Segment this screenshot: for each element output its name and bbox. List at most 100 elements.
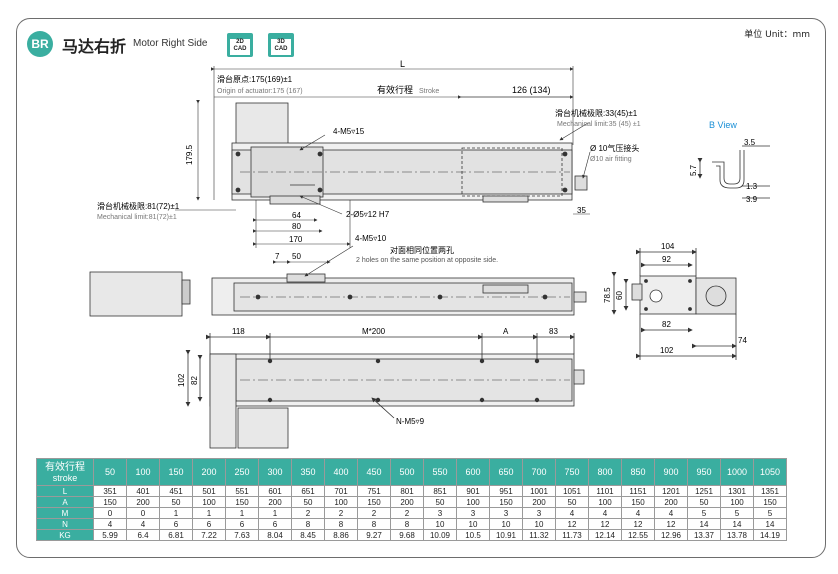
stroke-header-cell: 700 xyxy=(522,458,556,486)
dim-m200: M*200 xyxy=(362,327,386,336)
table-cell: 2 xyxy=(291,507,325,519)
dim-83: 83 xyxy=(549,327,558,336)
table-cell: 901 xyxy=(456,485,490,497)
row-header-cell: L xyxy=(36,485,94,497)
table-cell: 9.68 xyxy=(390,529,424,541)
table-cell: 1 xyxy=(192,507,226,519)
table-cell: 50 xyxy=(555,496,589,508)
dim-78-5: 78.5 xyxy=(603,287,612,303)
dim-170: 170 xyxy=(289,235,303,244)
table-cell: 1201 xyxy=(654,485,688,497)
table-cell: 100 xyxy=(588,496,622,508)
table-cell: 14 xyxy=(720,518,754,530)
table-cell: 601 xyxy=(258,485,292,497)
table-cell: 200 xyxy=(126,496,160,508)
dim-1-3: 1.3 xyxy=(746,182,758,191)
opp-cn: 对面相同位置两孔 xyxy=(390,245,454,255)
table-cell: 6 xyxy=(225,518,259,530)
table-cell: 6.4 xyxy=(126,529,160,541)
table-cell: 150 xyxy=(621,496,655,508)
table-cell: 6 xyxy=(258,518,292,530)
table-cell: 9.27 xyxy=(357,529,391,541)
table-cell: 1301 xyxy=(720,485,754,497)
stroke-header-cell: 550 xyxy=(423,458,457,486)
unit-label: 单位 Unit：mm xyxy=(744,30,810,40)
mech-left-cn: 滑台机械极限:81(72)±1 xyxy=(97,201,180,211)
stroke-header-cell: 450 xyxy=(357,458,391,486)
table-cell: 12 xyxy=(588,518,622,530)
dim-L: L xyxy=(400,59,405,69)
table-cell: 5.99 xyxy=(93,529,127,541)
stroke-header-cell: 500 xyxy=(390,458,424,486)
end-view xyxy=(611,248,737,360)
table-cell: 3 xyxy=(423,507,457,519)
cad-2d-button[interactable]: 2D CAD xyxy=(227,33,253,57)
corner-cn: 有效行程 xyxy=(45,461,85,473)
motor-side xyxy=(89,271,183,317)
stroke-header-cell: 650 xyxy=(489,458,523,486)
table-cell: 3 xyxy=(456,507,490,519)
table-cell: 12 xyxy=(555,518,589,530)
table-cell: 100 xyxy=(192,496,226,508)
motor-bottom xyxy=(237,407,289,449)
stroke-header-cell: 400 xyxy=(324,458,358,486)
stroke-header-cell: 850 xyxy=(621,458,655,486)
table-cell: 150 xyxy=(489,496,523,508)
cad-3d-button[interactable]: 3D CAD xyxy=(268,33,294,57)
table-cell: 2 xyxy=(324,507,358,519)
dim-74: 74 xyxy=(738,336,747,345)
table-cell: 200 xyxy=(258,496,292,508)
dim-82-side: 82 xyxy=(662,320,671,329)
dim-60: 60 xyxy=(615,291,624,300)
cad-3d-label: 3D CAD xyxy=(271,39,291,55)
table-cell: 200 xyxy=(654,496,688,508)
table-cell: 50 xyxy=(159,496,193,508)
table-cell: 4 xyxy=(621,507,655,519)
table-cell: 1 xyxy=(258,507,292,519)
stroke-header-cell: 1000 xyxy=(720,458,754,486)
table-cell: 8.45 xyxy=(291,529,325,541)
opp-en: 2 holes on the same position at opposite… xyxy=(356,257,498,264)
stroke-cn: 有效行程 xyxy=(377,84,413,95)
table-cell: 651 xyxy=(291,485,325,497)
table-cell: 1001 xyxy=(522,485,556,497)
stroke-header-cell: 750 xyxy=(555,458,589,486)
stroke-header-cell: 50 xyxy=(93,458,127,486)
dim-92: 92 xyxy=(662,255,671,264)
table-cell: 1351 xyxy=(753,485,787,497)
table-cell: 13.37 xyxy=(687,529,721,541)
table-cell: 4 xyxy=(126,518,160,530)
table-cell: 0 xyxy=(126,507,160,519)
table-cell: 1 xyxy=(225,507,259,519)
dim-3-9: 3.9 xyxy=(746,195,758,204)
table-cell: 7.22 xyxy=(192,529,226,541)
table-cell: 751 xyxy=(357,485,391,497)
table-cell: 4 xyxy=(654,507,688,519)
table-cell: 701 xyxy=(324,485,358,497)
table-cell: 100 xyxy=(720,496,754,508)
dim-5-7: 5.7 xyxy=(689,164,698,176)
series-badge: BR xyxy=(27,31,53,57)
table-cell: 150 xyxy=(93,496,127,508)
table-cell: 551 xyxy=(225,485,259,497)
dim-102-side: 102 xyxy=(660,346,674,355)
table-cell: 12 xyxy=(621,518,655,530)
dim-104: 104 xyxy=(661,242,675,251)
table-cell: 1151 xyxy=(621,485,655,497)
dim-7: 7 xyxy=(275,252,280,261)
table-cell: 851 xyxy=(423,485,457,497)
table-cell: 351 xyxy=(93,485,127,497)
stroke-header-cell: 950 xyxy=(687,458,721,486)
dim-118: 118 xyxy=(232,327,245,336)
hole-nm5-9: N-M5▿9 xyxy=(396,417,425,426)
table-cell: 6.81 xyxy=(159,529,193,541)
table-cell: 50 xyxy=(687,496,721,508)
stroke-en: Stroke xyxy=(419,88,439,95)
table-cell: 1101 xyxy=(588,485,622,497)
side-dimensions xyxy=(273,245,354,277)
